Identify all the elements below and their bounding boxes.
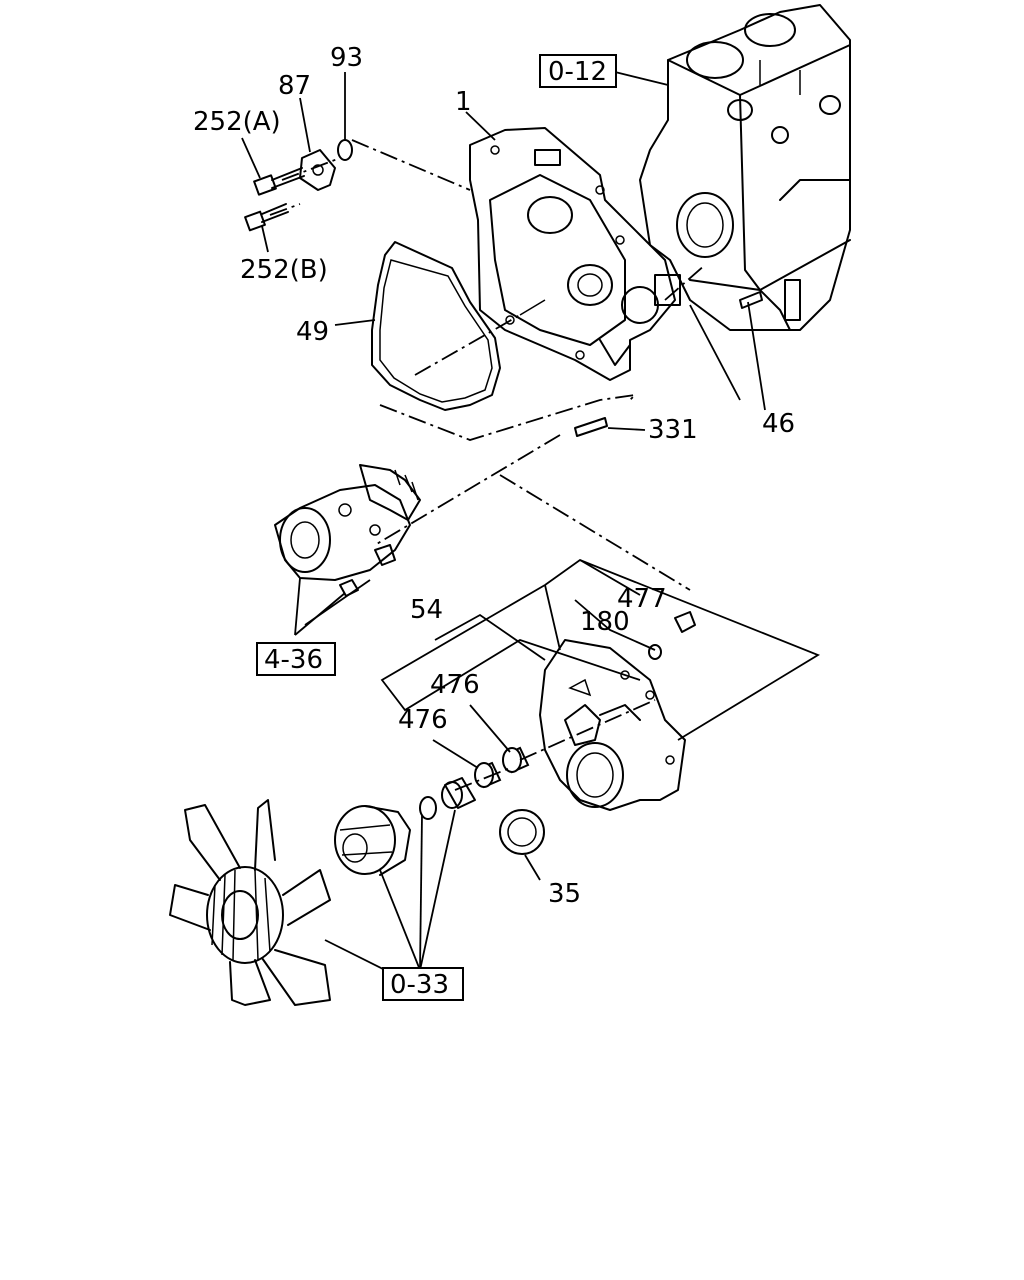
- label-180: 180: [580, 607, 630, 637]
- label-1: 1: [455, 87, 472, 117]
- label-87: 87: [278, 71, 311, 101]
- label-331: 331: [648, 415, 698, 445]
- ref-4-36: 4-36: [264, 645, 323, 675]
- label-35: 35: [548, 879, 581, 909]
- label-93: 93: [330, 43, 363, 73]
- part-labels: 93 87 252(A) 1 252(B) 49 331 46 477 54 1…: [193, 43, 795, 909]
- engine-block: [639, 4, 851, 331]
- label-54: 54: [410, 595, 443, 625]
- label-252a: 252(A): [193, 107, 281, 137]
- reference-boxes: 0-12 4-36 0-33: [256, 54, 617, 1001]
- label-476-lower: 476: [398, 705, 448, 735]
- water-pump-housing: [539, 611, 696, 811]
- gasket: [371, 241, 501, 411]
- label-46: 46: [762, 409, 795, 439]
- label-49: 49: [296, 317, 329, 347]
- label-477: 477: [617, 584, 667, 614]
- leader-lines: [241, 71, 821, 971]
- bushings-and-seal: [419, 746, 545, 855]
- fan-clutch: [334, 805, 411, 876]
- timing-gear-case: [469, 127, 681, 381]
- bracket-and-bolts: [244, 139, 353, 232]
- label-252b: 252(B): [240, 255, 328, 285]
- cooling-fan: [169, 799, 331, 1006]
- ref-0-12: 0-12: [548, 57, 607, 87]
- power-steering-pump: [274, 464, 421, 597]
- label-476-upper: 476: [430, 670, 480, 700]
- ref-0-33: 0-33: [390, 970, 449, 1000]
- assembly-lines: [269, 139, 706, 791]
- studs: [574, 291, 763, 437]
